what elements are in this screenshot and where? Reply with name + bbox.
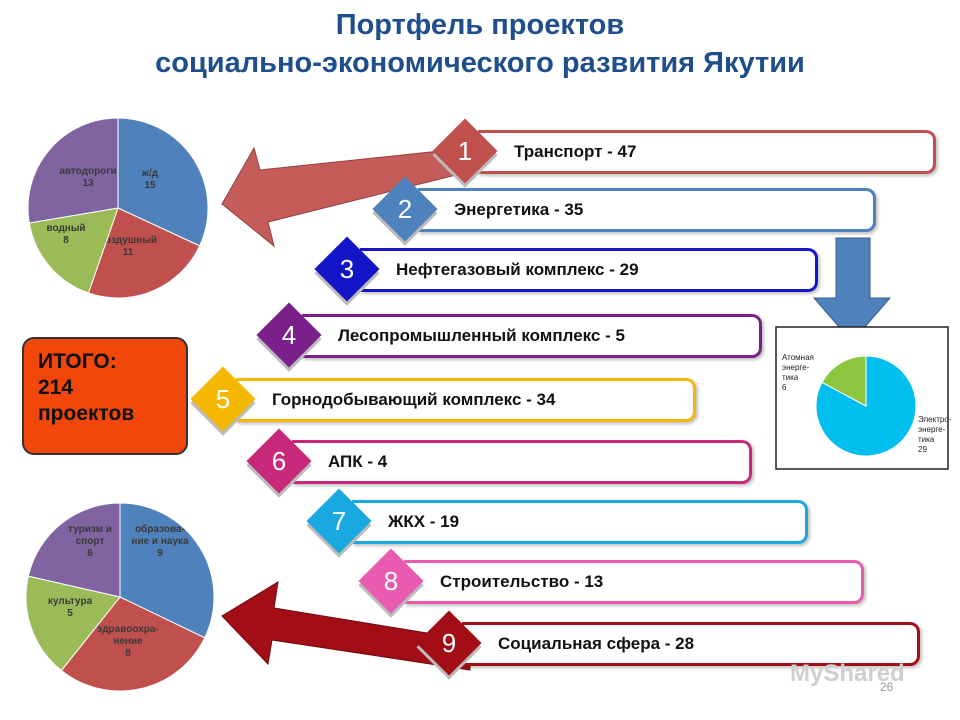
total-label: ИТОГО: (38, 350, 117, 373)
pie-slice-label: 5 (67, 608, 73, 619)
pie-slice-label: энерге- (782, 363, 810, 372)
page-number: 26 (880, 680, 894, 694)
pie-slice-label: туризм и (68, 524, 112, 535)
pie-slice-label: 8 (63, 235, 69, 246)
project-number-2: 2 (397, 194, 413, 224)
pie-slice-label: 6 (782, 383, 787, 392)
project-bar-6: АПК - 4 (292, 440, 752, 484)
project-bar-1: Транспорт - 47 (478, 130, 936, 174)
pie-slice-label: здравоохра- (97, 624, 159, 635)
project-label-9: Социальная сфера - 28 (498, 634, 695, 653)
pie-slice (60, 596, 206, 692)
page-title-line-2: социально-экономического развития Якутии (155, 47, 805, 79)
pie-slice-label: 9 (157, 548, 163, 559)
project-number-badge-7: 7 (306, 488, 372, 554)
project-number-badge-2: 2 (372, 176, 438, 242)
project-label-3: Нефтегазовый комплекс - 29 (396, 260, 639, 279)
project-label-5: Горнодобывающий комплекс - 34 (272, 390, 556, 409)
project-bar-2: Энергетика - 35 (418, 188, 876, 232)
total-projects-box: ИТОГО: 214 проектов (22, 337, 188, 455)
project-label-6: АПК - 4 (328, 452, 388, 471)
project-number-3: 3 (339, 254, 355, 284)
project-label-4: Лесопромышленный комплекс - 5 (338, 326, 625, 345)
pie-slice-label: 13 (82, 178, 94, 189)
pie-slice-label: 11 (123, 247, 134, 258)
project-number-badge-6: 6 (246, 428, 312, 494)
page-title-line-1: Портфель проектов (335, 9, 625, 41)
pie-slice-label: 15 (144, 180, 156, 191)
project-number-1: 1 (457, 136, 473, 166)
project-number-8: 8 (383, 566, 399, 596)
arrow-social-to-pie (221, 581, 471, 671)
project-number-4: 4 (281, 320, 297, 350)
project-number-badge-8: 8 (358, 548, 424, 614)
pie-slice-label: автодороги (59, 166, 116, 177)
project-bar-8: Строительство - 13 (404, 560, 864, 604)
pie-slice-label: энерге- (918, 425, 946, 434)
project-label-7: ЖКХ - 19 (388, 512, 460, 531)
pie-slice-label: образова- (135, 523, 185, 535)
pie-slice (28, 207, 119, 294)
pie-slice-label: тика (782, 373, 799, 382)
project-bar-3: Нефтегазовый комплекс - 29 (360, 248, 818, 292)
project-label-2: Энергетика - 35 (454, 200, 584, 219)
project-number-badge-1: 1 (432, 118, 498, 184)
total-count: 214 (38, 376, 74, 399)
watermark: MyShared (790, 660, 905, 687)
pie-slice (117, 117, 209, 247)
pie-slice-label: культура (48, 596, 93, 607)
pie-slice-label: воздушный (99, 235, 157, 246)
project-number-badge-9: 9 (416, 610, 482, 676)
pie-slice-label: спорт (76, 536, 105, 547)
project-bar-7: ЖКХ - 19 (352, 500, 808, 544)
project-bar-4: Лесопромышленный комплекс - 5 (302, 314, 762, 358)
project-number-7: 7 (331, 506, 347, 536)
project-number-badge-4: 4 (256, 302, 322, 368)
pie-slice-label: Электро- (918, 415, 952, 424)
pie-slice (27, 117, 119, 224)
project-number-badge-5: 5 (190, 366, 256, 432)
project-number-badge-3: 3 (314, 236, 380, 302)
project-number-9: 9 (441, 628, 457, 658)
project-label-1: Транспорт - 47 (514, 142, 637, 161)
arrow-transport-to-pie (221, 146, 469, 248)
project-bar-9: Социальная сфера - 28 (462, 622, 920, 666)
pie-slice-label: 8 (125, 648, 131, 659)
pie-slice (27, 502, 121, 598)
project-number-6: 6 (271, 446, 287, 476)
pie-slice-label: нение (113, 636, 143, 647)
project-number-5: 5 (215, 384, 231, 414)
pie-slice (25, 575, 121, 672)
pie-slice-label: тика (918, 435, 935, 444)
pie-slice-label: ж/д (141, 168, 159, 179)
arrow-energy-to-pie (812, 237, 892, 343)
pie-slice-label: ние и наука (131, 536, 189, 547)
pie-slice (821, 355, 867, 407)
project-label-8: Строительство - 13 (440, 572, 604, 591)
pie-slice-label: 29 (918, 445, 927, 454)
pie-slice (87, 207, 201, 299)
pie-slice-label: Атомная (782, 353, 814, 362)
project-bar-5: Горнодобывающий комплекс - 34 (236, 378, 696, 422)
pie-slice-label: водный (46, 223, 85, 234)
total-unit: проектов (38, 402, 135, 425)
pie-slice-label: 6 (87, 548, 93, 559)
pie-slice (119, 502, 215, 639)
